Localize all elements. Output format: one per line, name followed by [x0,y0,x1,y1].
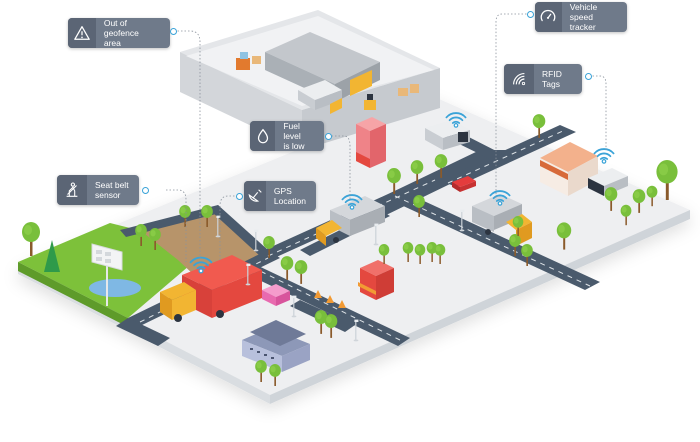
pink-office-building [356,117,386,168]
callout-label: Vehicle speed tracker [569,2,598,32]
rfid-icon [504,64,534,94]
warning-icon [68,18,96,48]
grey-box-truck-center [316,196,385,246]
callout-out-of-geofence[interactable]: Out of geofence area [68,18,170,48]
callout-label: Fuel level is low [283,121,305,151]
callout-seat-belt-sensor[interactable]: Seat belt sensor [57,175,139,205]
small-forklift [364,94,376,110]
speedometer-icon [535,2,562,32]
boxes [252,56,419,96]
connector-dot [527,11,534,18]
pine-tree [44,240,60,272]
pond [89,279,141,297]
satellite-dish-icon [244,181,266,211]
callout-label: Out of geofence area [103,18,139,48]
market-kiosk [358,260,394,300]
callout-vehicle-speed-tracker[interactable]: Vehicle speed tracker [535,2,627,32]
callout-label: Seat belt sensor [95,180,129,200]
connector-dot [325,133,332,140]
red-delivery-truck [160,255,262,322]
callout-rfid-tags[interactable]: RFID Tags [504,64,582,94]
connector-dot [585,73,592,80]
pink-food-truck [262,284,290,306]
storefront-with-awning [540,142,598,196]
callout-label: GPS Location [273,186,306,206]
warehouse-compound [180,10,440,150]
callout-label: RFID Tags [542,69,562,89]
warehouse-truck [298,80,342,114]
van-at-loading-dock [425,120,470,150]
connector-dot [142,187,149,194]
connector-dot [236,193,243,200]
factory-building [242,320,310,372]
red-car [452,176,476,192]
traffic-cones [314,290,346,308]
seatbelt-icon [57,175,87,205]
callout-gps-location[interactable]: GPS Location [244,181,316,211]
connector-lines [166,13,607,262]
callout-fuel-level-low[interactable]: Fuel level is low [250,121,324,151]
fuel-drop-icon [250,121,276,151]
connector-dot [170,28,177,35]
billboard [91,243,123,306]
forklift [236,52,250,70]
